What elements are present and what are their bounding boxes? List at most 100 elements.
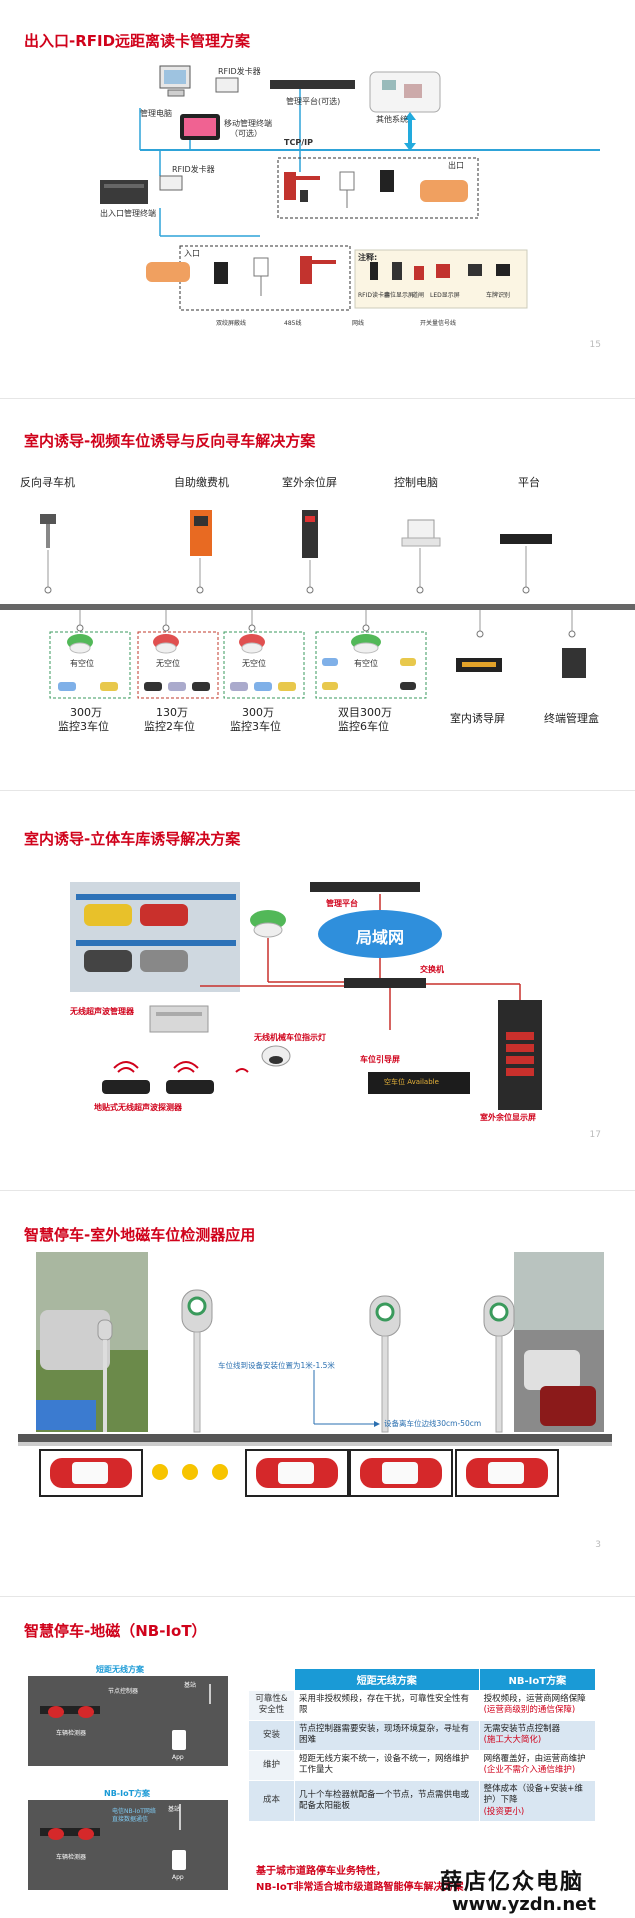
legend-led: LED显示屏 [430, 292, 460, 299]
label-short-title: 短距无线方案 [96, 1665, 144, 1674]
rfid-reader-icon-mid [159, 175, 183, 191]
platform-server-icon [310, 882, 420, 892]
slide1-page-number: 15 [589, 340, 601, 350]
legend-line-switch: 开关量信号线 [420, 320, 457, 327]
label-optional: （可选） [230, 129, 262, 138]
ultrasonic-manager-icon [149, 1005, 209, 1033]
watermark-cn: 薛店亿众电脑 [440, 1869, 585, 1895]
geomagnetic-diagram [18, 1252, 612, 1497]
stereo-garage-diagram [70, 882, 542, 1110]
label-exit: 出口 [448, 161, 464, 170]
label-node-controller: 节点控制器 [108, 1688, 139, 1695]
footer-line-2: NB-IoT非常适合城市级道路智能停车解决方案 [256, 1882, 464, 1893]
label-rfid-reader-top: RFID发卡器 [218, 67, 261, 76]
exit-gate-icon [284, 172, 296, 200]
label-terminal-box: 终端管理盒 [544, 712, 599, 725]
legend-rfid: RFID读卡器 [358, 292, 391, 299]
label-switch: 交换机 [420, 965, 444, 974]
legend-guide: 余位显示屏 [384, 292, 415, 299]
cell-short: 几十个车检器就配备一个节点，节点需供电或配备太阳能板 [294, 1779, 480, 1823]
group2-line1: 130万 [156, 706, 188, 719]
table-header-blank [248, 1668, 295, 1691]
guide-screen-text: 空车位 Available [384, 1078, 439, 1086]
legend-line-485: 485线 [284, 320, 302, 327]
legend-gate: 道闸 [412, 292, 425, 299]
label-entry: 入口 [184, 249, 200, 258]
cell-nbiot-main: 网络覆盖好，由运营商维护 [483, 1753, 586, 1764]
legend-line-dual: 双绞屏蔽线 [216, 320, 247, 327]
separator [0, 1190, 635, 1191]
slide-rfid: 出入口-RFID远距离读卡管理方案 [0, 0, 635, 350]
group2-line2: 监控2车位 [144, 720, 195, 733]
slide-video-guidance: 室内诱导-视频车位诱导与反向寻车解决方案 反向寻车机 自助缴费机 室外余位屏 控… [0, 410, 635, 778]
row-label: 成本 [248, 1779, 295, 1823]
rfid-diagram [100, 65, 600, 311]
cell-short: 短距无线方案不统一，设备不统一，网络维护工作量大 [294, 1749, 480, 1781]
label-app-1: App [172, 1754, 184, 1761]
slide1-title: 出入口-RFID远距离读卡管理方案 [24, 32, 251, 50]
slide-stereo-garage: 室内诱导-立体车库诱导解决方案 [0, 810, 635, 1180]
group1-line1: 300万 [70, 706, 102, 719]
camera-group-2 [137, 631, 219, 699]
camera-group-1 [49, 631, 131, 699]
label-nb-link: 电信NB-IoT网络 [112, 1808, 156, 1815]
group4-status: 有空位 [354, 659, 378, 668]
slide5-title: 智慧停车-地磁（NB-IoT） [24, 1622, 207, 1640]
slide3-title: 室内诱导-立体车库诱导解决方案 [24, 830, 241, 848]
guide-screen-icon [368, 1072, 470, 1094]
device-label-control-pc: 控制电脑 [394, 476, 438, 489]
rfid-reader-icon-top [215, 77, 239, 93]
terminal-box-icon [562, 648, 586, 678]
label-tcpip: TCP/IP [284, 138, 313, 147]
label-ground-detector: 地贴式无线超声波探测器 [94, 1103, 182, 1112]
comparison-table: 短距无线方案 NB-IoT方案 可靠性&安全性 采用非授权频段，存在干扰，可靠性… [248, 1668, 597, 1823]
label-wireless-light: 无线机械车位指示灯 [254, 1033, 326, 1042]
legend-cam: 车牌识别 [486, 292, 511, 299]
cell-nbiot: 无需安装节点控制器(施工大大简化) [478, 1719, 597, 1751]
group3-line1: 300万 [242, 706, 274, 719]
group3-line2: 监控3车位 [230, 720, 281, 733]
switch-icon [344, 978, 426, 988]
cell-nbiot: 整体成本（设备+安装+维护）下降(投资更小) [478, 1779, 597, 1823]
cell-short: 采用非授权频段，存在干扰，可靠性安全性有限 [294, 1690, 480, 1721]
group1-line2: 监控3车位 [58, 720, 109, 733]
cell-nbiot: 网络覆盖好，由运营商维护(企业不需介入通信维护) [478, 1749, 597, 1781]
label-detector-2: 车辆检测器 [56, 1854, 87, 1861]
label-mgmt-pc: 管理电脑 [140, 109, 172, 118]
slide-geomagnetic: 智慧停车-室外地磁车位检测器应用 [0, 1200, 635, 1590]
label-lan: 局域网 [356, 928, 405, 947]
label-other-systems: 其他系统 [376, 115, 408, 124]
cell-nbiot-note: (运营商级别的通信保障) [483, 1705, 576, 1716]
entry-gate-icon [300, 256, 312, 284]
label-rfid-reader-mid: RFID发卡器 [172, 165, 215, 174]
separator [0, 398, 635, 399]
label-nb-title: NB-IoT方案 [104, 1789, 151, 1798]
group3-status: 无空位 [242, 659, 266, 668]
group1-status: 有空位 [70, 659, 94, 668]
camera-group-3 [223, 631, 305, 699]
cell-nbiot: 授权频段，运营商网络保障(运营商级别的通信保障) [478, 1690, 597, 1721]
watermark-url: www.yzdn.net [452, 1894, 596, 1915]
device-label-outdoor-screen: 室外余位屏 [282, 476, 337, 489]
legend-line-net: 网线 [352, 320, 365, 327]
ground-detector-icon-1 [102, 1080, 150, 1094]
reverse-finder-icon [40, 514, 56, 524]
label-mgmt-platform: 管理平台(可选) [286, 97, 341, 106]
group4-line1: 双目300万 [338, 706, 392, 719]
cell-nbiot-main: 无需安装节点控制器 [483, 1723, 561, 1734]
outdoor-screen-icon [498, 1000, 542, 1110]
ground-detector-icon-2 [166, 1080, 214, 1094]
entry-terminal-icon [100, 180, 148, 204]
control-pc-icon [407, 519, 435, 539]
slide3-page-number: 17 [589, 1130, 601, 1140]
label-indoor-screen: 室内诱导屏 [450, 712, 505, 725]
cell-short: 节点控制器需要安装，现场环境复杂，寻址有困难 [294, 1719, 480, 1751]
label-distance-1: 车位线到设备安装位置为1米-1.5米 [218, 1361, 335, 1370]
label-base-station-2: 基站 [168, 1806, 181, 1813]
label-base-station-1: 基站 [184, 1682, 197, 1689]
group2-status: 无空位 [156, 659, 180, 668]
table-row: 安装 节点控制器需要安装，现场环境复杂，寻址有困难 无需安装节点控制器(施工大大… [248, 1719, 597, 1751]
label-app-2: App [172, 1874, 184, 1881]
label-distance-2: 设备离车位边线30cm-50cm [384, 1419, 482, 1428]
cell-nbiot-main: 整体成本（设备+安装+维护）下降 [483, 1783, 583, 1806]
